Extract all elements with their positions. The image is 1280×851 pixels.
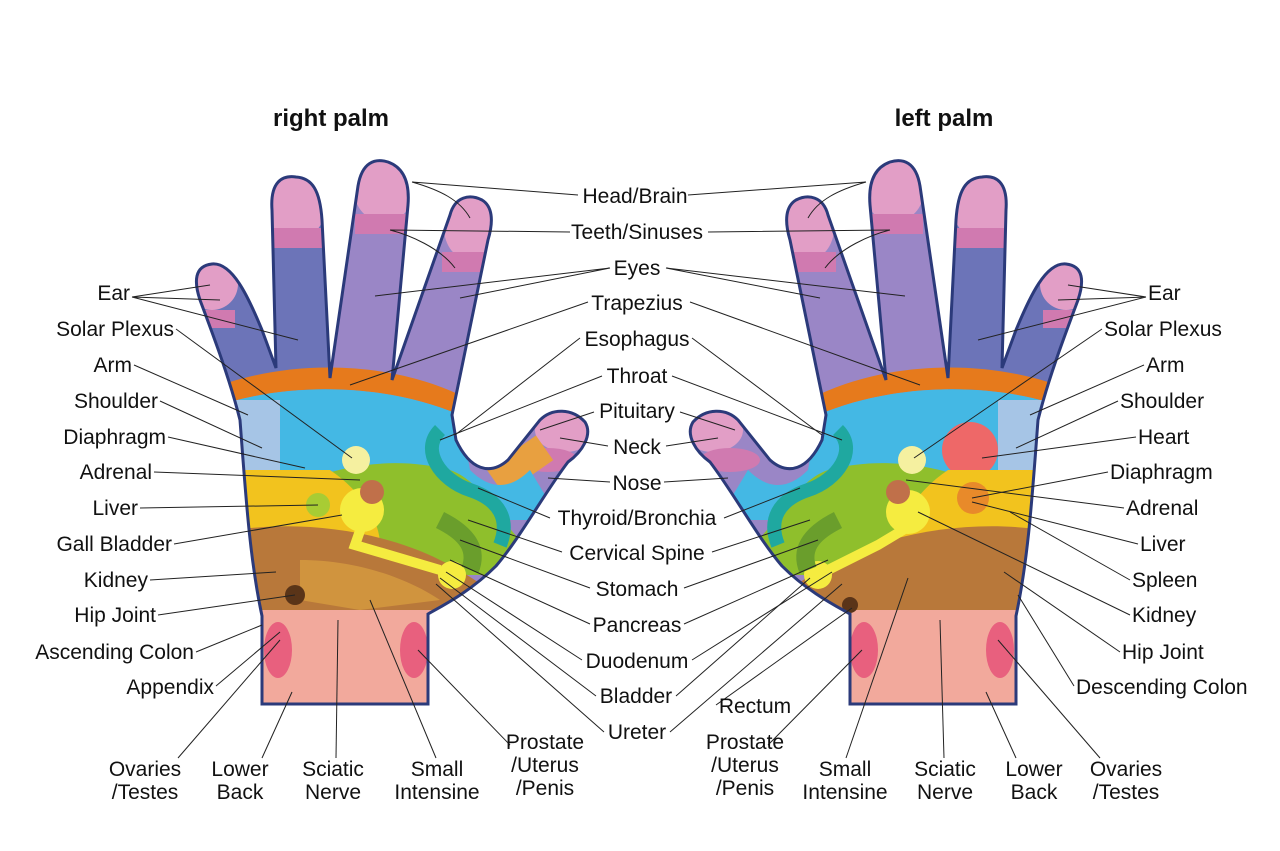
label-solar-plexus-right: Solar Plexus — [56, 318, 174, 341]
right-palm — [194, 159, 590, 706]
label-lower-back-right-1: Lower — [211, 758, 268, 781]
label-eyes: Eyes — [614, 257, 661, 280]
label-ovaries-right-2: /Testes — [112, 781, 179, 804]
label-ovaries-left-1: Ovaries — [1090, 758, 1162, 781]
label-bladder: Bladder — [600, 685, 672, 708]
label-head-brain: Head/Brain — [582, 185, 687, 208]
label-thyroid-bronchia: Thyroid/Bronchia — [558, 507, 717, 530]
label-hip-joint-left: Hip Joint — [1122, 641, 1204, 664]
label-sciatic-right-1: Sciatic — [302, 758, 364, 781]
label-throat: Throat — [607, 365, 668, 388]
label-small-intensine-left-2: Intensine — [802, 781, 887, 804]
label-trapezius: Trapezius — [591, 292, 682, 315]
label-prostate-left-2: /Uterus — [711, 754, 779, 777]
label-kidney-right: Kidney — [84, 569, 149, 592]
label-prostate-left-1: Prostate — [706, 731, 784, 754]
label-lower-back-left-1: Lower — [1005, 758, 1062, 781]
label-prostate-left-3: /Penis — [716, 777, 774, 800]
label-lower-back-right-2: Back — [217, 781, 264, 804]
label-spleen: Spleen — [1132, 569, 1197, 592]
label-liver-right: Liver — [92, 497, 138, 520]
center-labels: Head/Brain Teeth/Sinuses Eyes Trapezius … — [558, 185, 792, 744]
bottom-labels-right-palm: Ovaries /Testes Lower Back Sciatic Nerve… — [109, 731, 584, 804]
label-pituitary: Pituitary — [599, 400, 675, 423]
label-prostate-right-1: Prostate — [506, 731, 584, 754]
label-small-intensine-right-2: Intensine — [394, 781, 479, 804]
label-cervical-spine: Cervical Spine — [569, 542, 704, 565]
label-diaphragm-right: Diaphragm — [63, 426, 166, 449]
label-pancreas: Pancreas — [593, 614, 682, 637]
label-gall-bladder-right: Gall Bladder — [56, 533, 172, 556]
right-palm-title: right palm — [273, 105, 389, 132]
label-appendix: Appendix — [126, 676, 214, 699]
label-small-intensine-left-1: Small — [819, 758, 872, 781]
label-shoulder-left: Shoulder — [1120, 390, 1204, 413]
label-sciatic-left-1: Sciatic — [914, 758, 976, 781]
leader-lines — [131, 181, 1147, 759]
label-ureter: Ureter — [608, 721, 666, 744]
label-adrenal-right: Adrenal — [80, 461, 152, 484]
bottom-labels-left-palm: Prostate /Uterus /Penis Small Intensine … — [706, 731, 1162, 804]
label-diaphragm-left: Diaphragm — [1110, 461, 1213, 484]
label-prostate-right-2: /Uterus — [511, 754, 579, 777]
left-palm-title: left palm — [895, 105, 994, 132]
label-ear-left: Ear — [1148, 282, 1181, 305]
label-adrenal-left: Adrenal — [1126, 497, 1198, 520]
label-arm-left: Arm — [1146, 354, 1185, 377]
left-palm-side-labels: Ear Solar Plexus Arm Shoulder Heart Diap… — [1076, 282, 1248, 699]
label-liver-left: Liver — [1140, 533, 1186, 556]
label-prostate-right-3: /Penis — [516, 777, 574, 800]
label-small-intensine-right-1: Small — [411, 758, 464, 781]
label-neck: Neck — [613, 436, 661, 459]
label-kidney-left: Kidney — [1132, 604, 1197, 627]
label-esophagus: Esophagus — [584, 328, 689, 351]
label-sciatic-right-2: Nerve — [305, 781, 361, 804]
label-ear-right: Ear — [97, 282, 130, 305]
label-ascending-colon: Ascending Colon — [35, 641, 194, 664]
label-nose: Nose — [612, 472, 661, 495]
label-arm-right: Arm — [94, 354, 133, 377]
label-shoulder-right: Shoulder — [74, 390, 158, 413]
label-ovaries-right-1: Ovaries — [109, 758, 181, 781]
label-ovaries-left-2: /Testes — [1093, 781, 1160, 804]
label-heart: Heart — [1138, 426, 1190, 449]
label-teeth-sinuses: Teeth/Sinuses — [571, 221, 703, 244]
label-hip-joint-right: Hip Joint — [74, 604, 156, 627]
left-palm — [688, 159, 1084, 706]
label-duodenum: Duodenum — [586, 650, 689, 673]
label-rectum: Rectum — [719, 695, 791, 718]
label-lower-back-left-2: Back — [1011, 781, 1058, 804]
label-solar-plexus-left: Solar Plexus — [1104, 318, 1222, 341]
label-descending-colon: Descending Colon — [1076, 676, 1248, 699]
label-stomach: Stomach — [596, 578, 679, 601]
label-sciatic-left-2: Nerve — [917, 781, 973, 804]
right-palm-side-labels: Ear Solar Plexus Arm Shoulder Diaphragm … — [35, 282, 214, 699]
